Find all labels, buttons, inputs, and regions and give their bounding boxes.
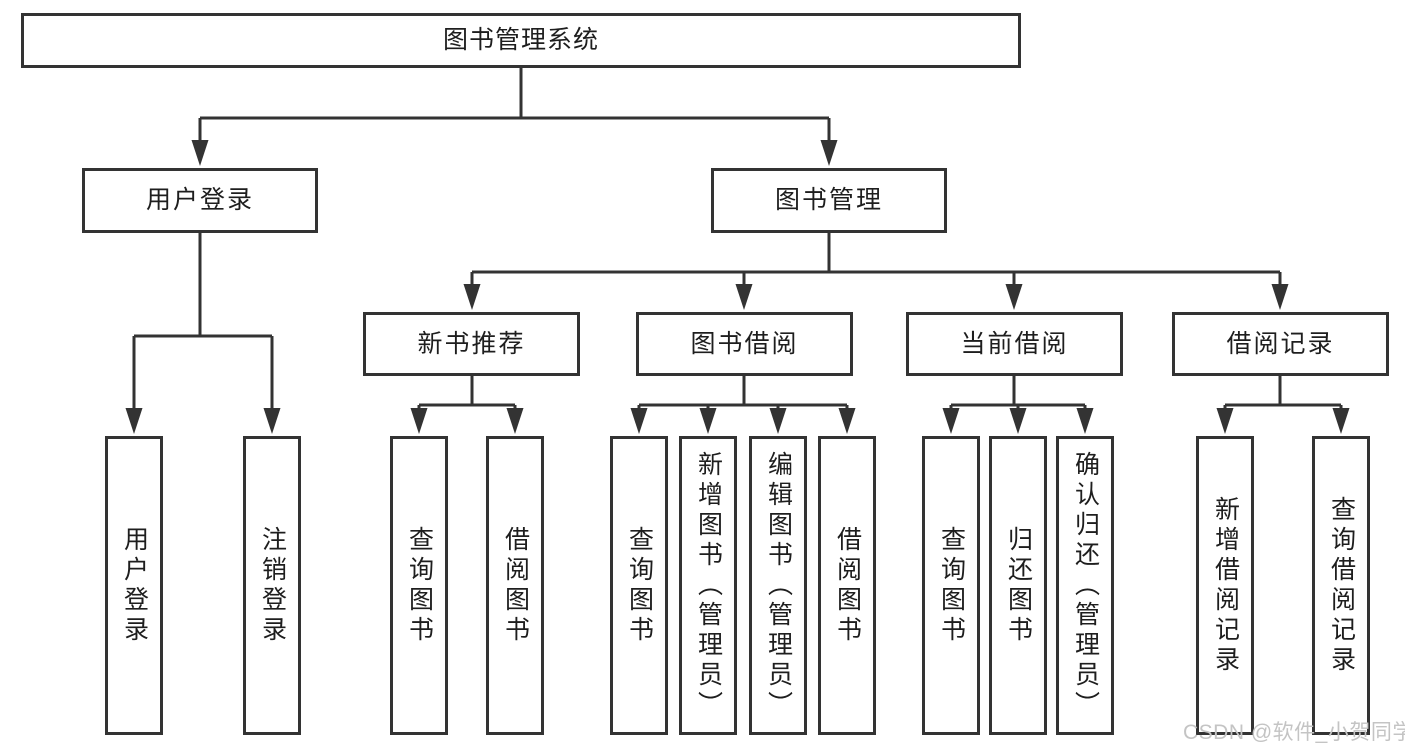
node-label: 图书管理 [774, 186, 883, 214]
node-label: 当前借阅 [960, 329, 1069, 358]
leaf-borrow-books-1: 借阅图书 [486, 436, 544, 735]
arrowhead-down-icon [699, 408, 717, 434]
node-book-borrowing: 图书借阅 [636, 312, 853, 376]
edge-user-login-children [132, 233, 274, 412]
node-label: 新书推荐 [417, 329, 526, 358]
node-label: 查询借阅记录 [1327, 495, 1356, 676]
leaf-edit-books-admin: 编辑图书（管理员） [749, 436, 807, 735]
node-label: 注销登录 [258, 525, 287, 646]
arrowhead-down-icon [463, 284, 481, 310]
node-label: 编辑图书（管理员） [764, 450, 793, 721]
node-borrowing-records: 借阅记录 [1172, 312, 1389, 376]
arrowhead-down-icon [506, 408, 524, 434]
edge-root-to-branches [198, 68, 831, 144]
arrowhead-down-icon [1076, 408, 1094, 434]
node-label: 图书借阅 [690, 329, 799, 358]
node-library-system: 图书管理系统 [21, 13, 1021, 68]
node-current-borrowing: 当前借阅 [906, 312, 1123, 376]
leaf-logout: 注销登录 [243, 436, 301, 735]
edge-new-book-children [417, 376, 517, 412]
leaf-query-books-2: 查询图书 [610, 436, 668, 735]
node-book-management: 图书管理 [711, 168, 947, 233]
arrowhead-down-icon [838, 408, 856, 434]
node-label: 图书管理系统 [442, 26, 599, 54]
node-label: 用户登录 [145, 186, 254, 214]
arrowhead-down-icon [630, 408, 648, 434]
arrowhead-down-icon [735, 284, 753, 310]
arrowhead-down-icon [1009, 408, 1027, 434]
edge-current-borrow-children [949, 376, 1087, 412]
leaf-add-books-admin: 新增图书（管理员） [679, 436, 737, 735]
node-label: 查询图书 [625, 525, 654, 646]
arrowhead-down-icon [1216, 408, 1234, 434]
arrowhead-down-icon [942, 408, 960, 434]
node-label: 借阅图书 [833, 525, 862, 646]
arrowhead-down-icon [820, 140, 838, 166]
leaf-return-books: 归还图书 [989, 436, 1047, 735]
arrowhead-down-icon [263, 408, 281, 434]
node-label: 借阅记录 [1226, 329, 1335, 358]
node-label: 查询图书 [405, 525, 434, 646]
arrowhead-down-icon [1271, 284, 1289, 310]
leaf-query-books-3: 查询图书 [922, 436, 980, 735]
node-label: 借阅图书 [501, 525, 530, 646]
watermark-text: CSDN @软件_小贺同学 [1183, 721, 1405, 744]
node-label: 新增借阅记录 [1211, 495, 1240, 676]
leaf-user-login: 用户登录 [105, 436, 163, 735]
arrowhead-down-icon [191, 140, 209, 166]
arrowhead-down-icon [1332, 408, 1350, 434]
node-user-login: 用户登录 [82, 168, 318, 233]
leaf-query-borrow-record: 查询借阅记录 [1312, 436, 1370, 735]
leaf-borrow-books-2: 借阅图书 [818, 436, 876, 735]
arrowhead-down-icon [125, 408, 143, 434]
edge-records-children [1223, 376, 1343, 412]
leaf-query-books-1: 查询图书 [390, 436, 448, 735]
node-label: 归还图书 [1004, 525, 1033, 646]
node-label: 用户登录 [120, 525, 149, 646]
node-label: 查询图书 [937, 525, 966, 646]
arrowhead-down-icon [769, 408, 787, 434]
edge-book-management-children [470, 233, 1282, 288]
node-new-book-recommend: 新书推荐 [363, 312, 580, 376]
edge-book-borrow-children [637, 376, 849, 412]
node-label: 确认归还（管理员） [1071, 450, 1100, 721]
node-label: 新增图书（管理员） [694, 450, 723, 721]
leaf-add-borrow-record: 新增借阅记录 [1196, 436, 1254, 735]
leaf-confirm-return-admin: 确认归还（管理员） [1056, 436, 1114, 735]
arrowhead-down-icon [1005, 284, 1023, 310]
arrowhead-down-icon [410, 408, 428, 434]
